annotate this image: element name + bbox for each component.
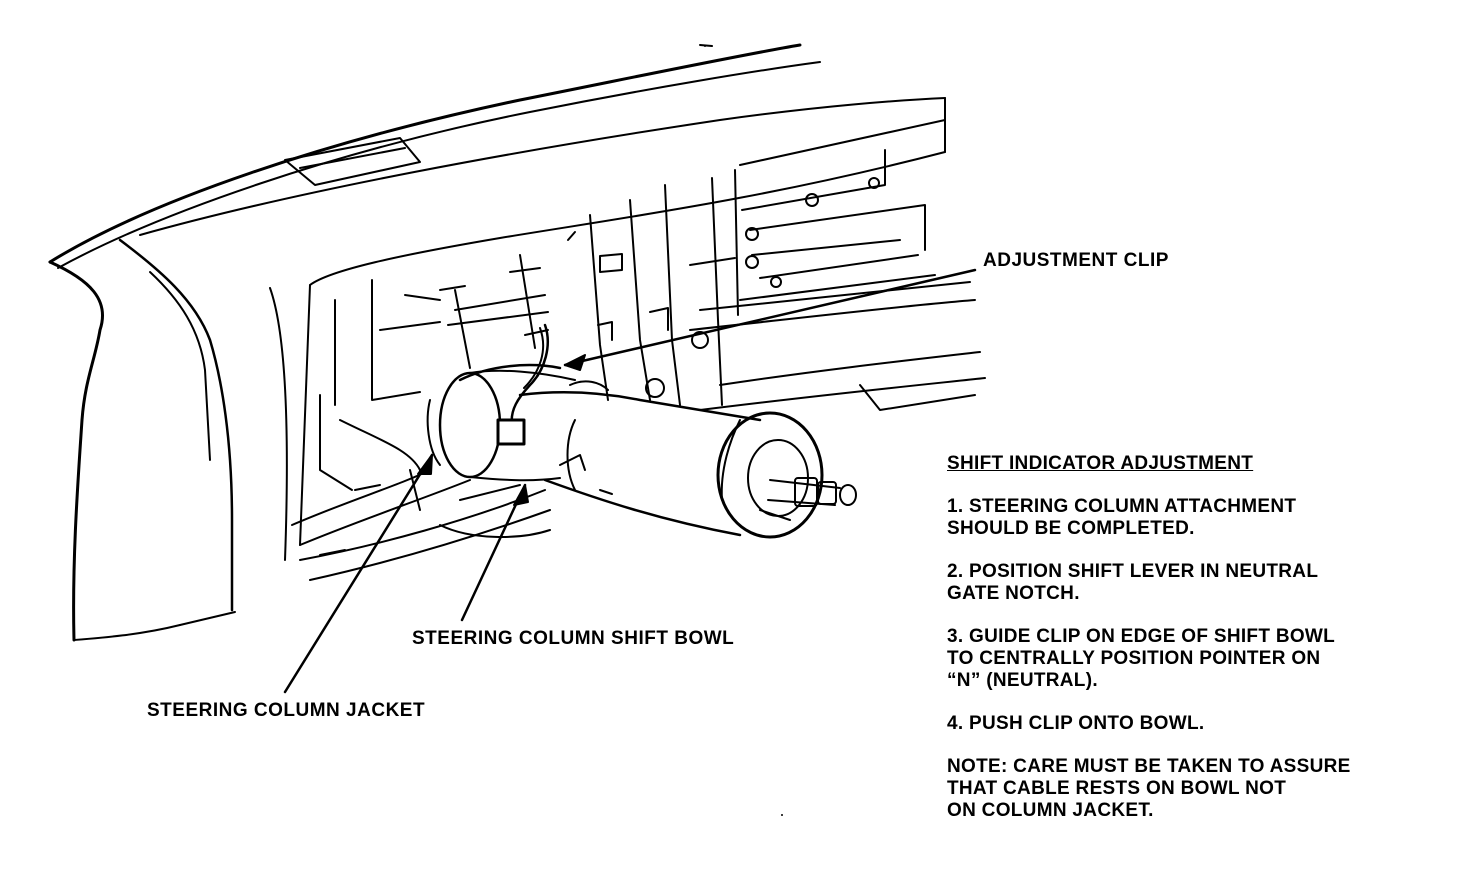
leader-column-jacket	[283, 453, 434, 694]
callout-steering-column-jacket: STEERING COLUMN JACKET	[147, 700, 426, 721]
leader-shift-bowl	[460, 483, 529, 622]
dashboard-top-outline	[48, 43, 946, 269]
instructions-title: SHIFT INDICATOR ADJUSTMENT	[947, 453, 1254, 474]
callout-adjustment-clip: ADJUSTMENT CLIP	[983, 250, 1169, 271]
callout-steering-column-shift-bowl: STEERING COLUMN SHIFT BOWL	[412, 628, 735, 649]
dashboard-left-end	[48, 238, 288, 642]
instruction-step: 1. STEERING COLUMN ATTACHMENT SHOULD BE …	[947, 496, 1297, 539]
instruction-step: 4. PUSH CLIP ONTO BOWL.	[947, 713, 1205, 734]
instruction-step: 2. POSITION SHIFT LEVER IN NEUTRAL GATE …	[947, 561, 1319, 604]
steering-column	[426, 323, 857, 539]
instructions-panel: SHIFT INDICATOR ADJUSTMENT 1. STEERING C…	[947, 453, 1447, 843]
instruction-note: NOTE: CARE MUST BE TAKEN TO ASSURE THAT …	[947, 756, 1351, 821]
instrument-cluster-cavity	[299, 119, 986, 546]
instruction-step: 3. GUIDE CLIP ON EDGE OF SHIFT BOWL TO C…	[947, 626, 1336, 691]
lower-dash-panel	[291, 394, 551, 581]
leader-adjustment-clip	[563, 268, 977, 371]
